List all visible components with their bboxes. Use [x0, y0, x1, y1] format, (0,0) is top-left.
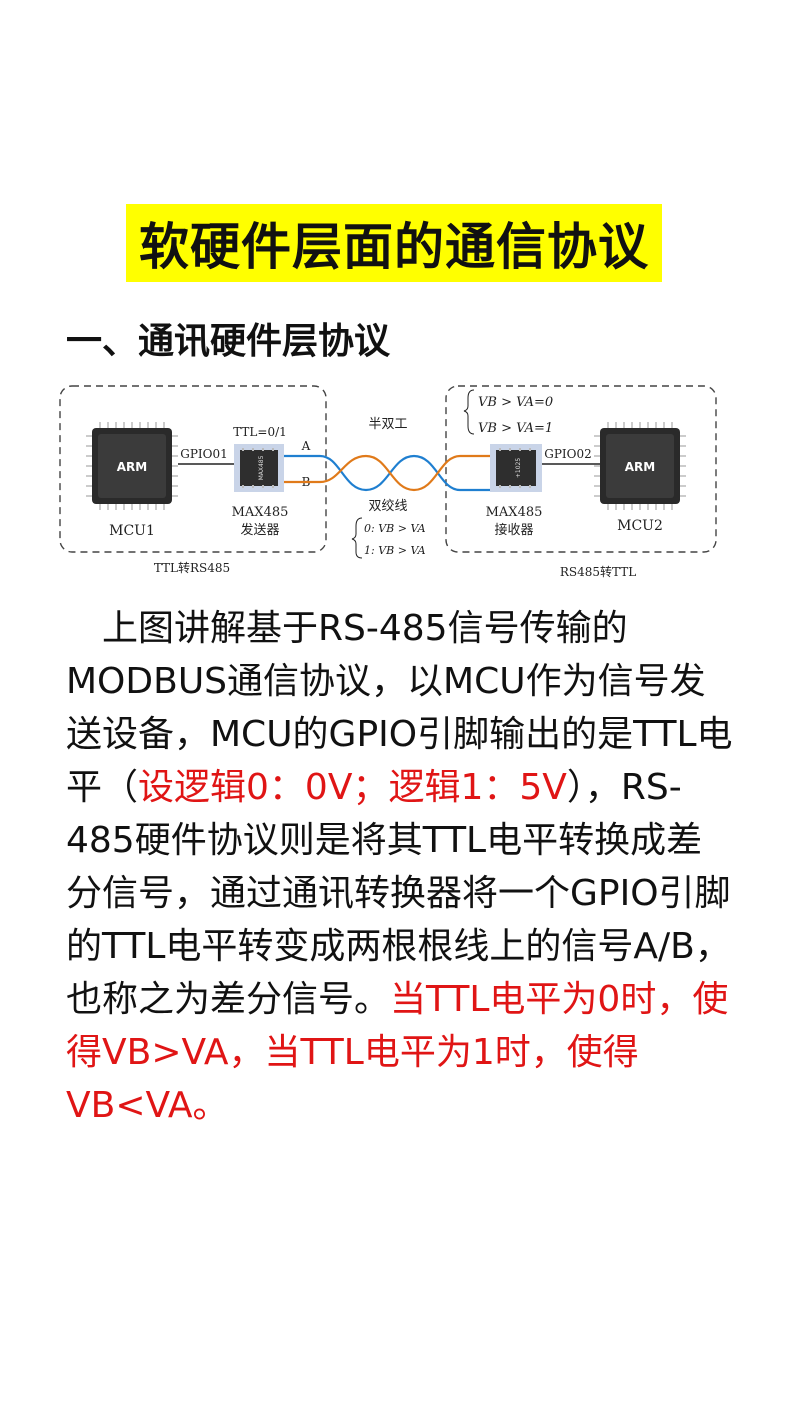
cond-top-1: VB > VA=0 — [478, 395, 553, 410]
line-a-label: A — [301, 439, 311, 453]
paragraph-text-1: 上图讲解基于RS-485信号传输的MODBUS通信协议，以MCU作为信号发送设备… — [66, 608, 733, 808]
cond-bottom-1: 0: VB > VA — [364, 522, 426, 535]
ttl-level-label: TTL=0/1 — [233, 425, 287, 439]
section-heading: 一、通讯硬件层协议 — [66, 321, 391, 362]
right-dashed-box — [445, 385, 717, 553]
cond-bottom-2: 1: VB > VA — [364, 544, 426, 557]
mcu2-label: MCU2 — [617, 518, 663, 534]
page-title: 软硬件层面的通信协议 — [139, 218, 649, 276]
paragraph-red-2: 当TTL电平为0时，使得VB>VA，当TTL电平为1时，使得VB<VA。 — [66, 979, 729, 1126]
svg-text:+1025: +1025 — [515, 458, 522, 478]
rs485-diagram: ARM MCU1 GPIO01 MAX485 TTL=0/1 MAX485 发送… — [54, 378, 720, 582]
left-chip-label: ARM — [117, 460, 147, 474]
twisted-pair-label: 双绞线 — [368, 498, 407, 514]
left-dashed-box — [59, 385, 327, 553]
right-chip-label: ARM — [625, 460, 655, 474]
half-duplex-label: 半双工 — [368, 417, 407, 432]
svg-text:MAX485: MAX485 — [258, 455, 265, 480]
title-highlight: 软硬件层面的通信协议 — [126, 204, 662, 282]
mcu1-label: MCU1 — [109, 523, 155, 539]
gpio-left-label: GPIO01 — [180, 447, 228, 461]
right-box-caption: RS485转TTL — [560, 564, 636, 579]
paragraph-text-2: ），RS-485硬件协议则是将其TTL电平转换成差分信号，通过通讯转换器将一个G… — [66, 767, 731, 1020]
wire-b — [284, 454, 494, 492]
arm-chip-left-icon — [86, 422, 178, 510]
paragraph-red-1: 设逻辑0：0V；逻辑1：5V — [138, 767, 567, 808]
max485-right-icon: +1025 — [490, 444, 542, 492]
cond-top-2: VB > VA=1 — [478, 421, 553, 436]
max485-left-label: MAX485 — [232, 505, 289, 520]
max485-right-label: MAX485 — [486, 505, 543, 520]
max485-left-icon: MAX485 — [234, 444, 284, 492]
receiver-label: 接收器 — [494, 522, 533, 538]
body-paragraph: 上图讲解基于RS-485信号传输的MODBUS通信协议，以MCU作为信号发送设备… — [66, 602, 736, 1132]
arm-chip-right-icon — [594, 422, 686, 510]
left-box-caption: TTL转RS485 — [154, 560, 230, 575]
transmitter-label: 发送器 — [240, 522, 279, 538]
gpio-right-label: GPIO02 — [544, 447, 592, 461]
